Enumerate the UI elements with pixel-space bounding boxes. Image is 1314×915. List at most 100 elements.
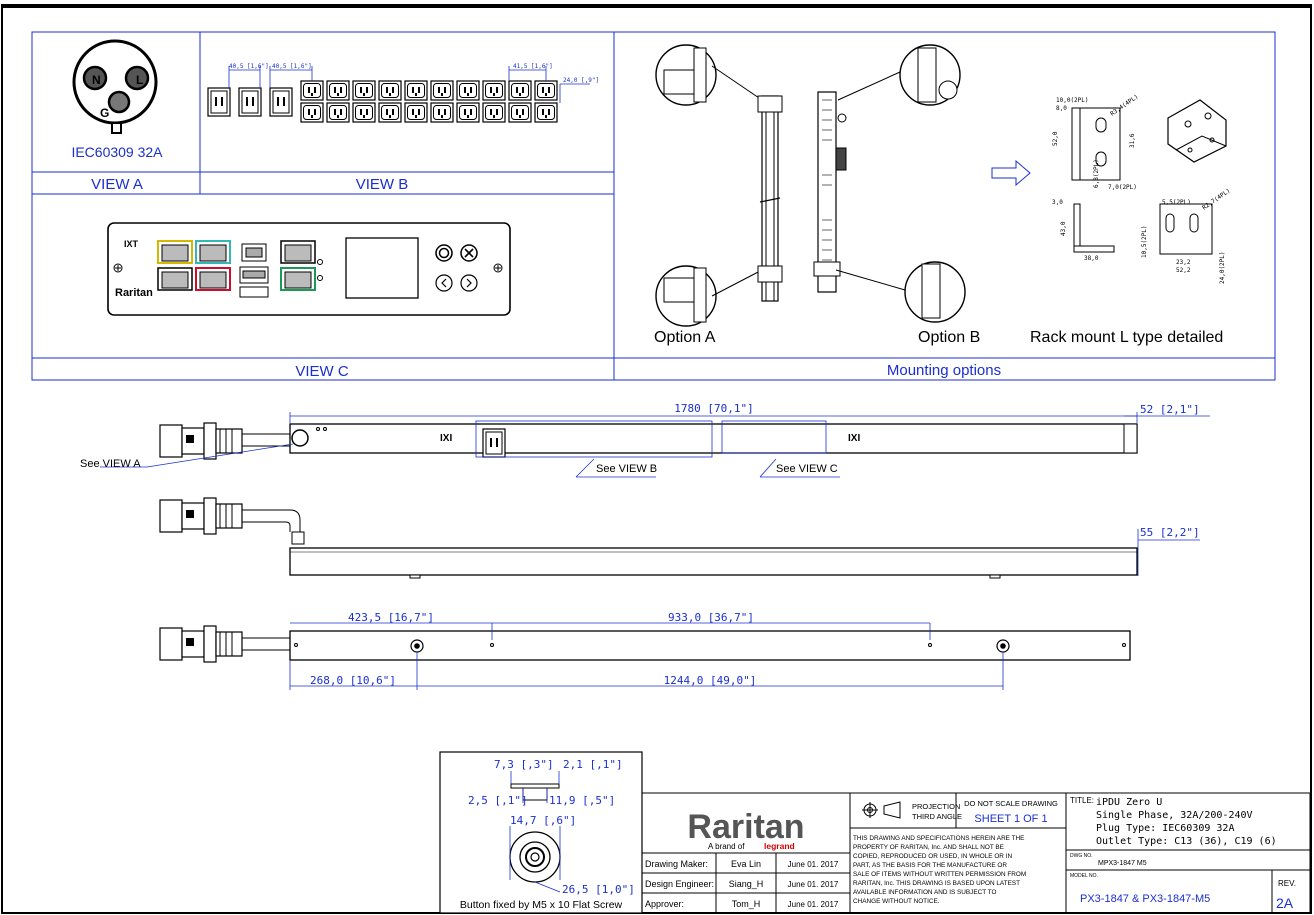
svg-text:10,5(2PL): 10,5(2PL) [1141, 225, 1148, 258]
button-dim-3: 2,5 [,1"] [468, 794, 528, 807]
view-c-brand: Raritan [115, 287, 153, 299]
outlet-group-left [482, 428, 506, 458]
svg-text:10,0(2PL): 10,0(2PL) [1056, 97, 1089, 104]
svg-text:DWG NO.: DWG NO. [1070, 853, 1093, 859]
title-block [641, 792, 1311, 914]
view-b-outlets: 40,5 [1,6"] 40,5 [1,6"] 41,5 [1,6"] 24,0… [207, 63, 599, 123]
button-dim-2: 2,1 [,1"] [563, 758, 623, 771]
svg-text:Eva Lin: Eva Lin [731, 859, 761, 869]
pdu-front-view: IXI IXI [159, 422, 1138, 460]
approval-table: Drawing Maker: Eva Lin June 01. 2017 Des… [645, 859, 839, 909]
title-line-3: Plug Type: IEC60309 32A [1096, 823, 1234, 834]
svg-text:52,2: 52,2 [1176, 267, 1191, 274]
svg-text:31,6: 31,6 [1129, 133, 1136, 148]
svg-text:R2,7(4PL): R2,7(4PL) [1201, 187, 1232, 211]
button-dim-6: 26,5 [1,0"] [562, 883, 635, 896]
model-number: PX3-1847 & PX3-1847-M5 [1080, 893, 1210, 905]
length-dimension: 1780 [70,1"] [674, 402, 753, 415]
svg-text:AVAILABLE INFORMATION AND IS S: AVAILABLE INFORMATION AND IS SUBJECT TO [853, 889, 996, 896]
svg-text:MODEL NO.: MODEL NO. [1070, 873, 1098, 879]
legrand-logo: legrand [764, 841, 795, 851]
svg-text:June 01. 2017: June 01. 2017 [788, 880, 839, 889]
option-a-label: Option A [654, 329, 716, 346]
view-a-connector: N L G [72, 39, 158, 134]
svg-text:7,0(2PL): 7,0(2PL) [1108, 184, 1137, 191]
views-panel [31, 31, 1276, 381]
bottom-dimension-lines [289, 622, 1004, 690]
pdu-bottom-view [159, 625, 1131, 663]
see-view-b-callout: See VIEW B [596, 463, 657, 475]
svg-text:PART, AS THE BASIS FOR THE MAN: PART, AS THE BASIS FOR THE MANUFACTURE O… [853, 862, 1007, 869]
svg-text:8,0: 8,0 [1056, 105, 1067, 112]
pin-l-label: L [136, 73, 143, 87]
drawing-number: MPX3-1847 M5 [1098, 860, 1147, 867]
svg-text:5,5(2PL): 5,5(2PL) [1162, 199, 1191, 206]
svg-text:IXI: IXI [848, 433, 860, 444]
view-b-dim-3: 41,5 [1,6"] [513, 63, 553, 70]
see-view-a-callout: See VIEW A [80, 458, 141, 470]
title-line-4: Outlet Type: C13 (36), C19 (6) [1096, 836, 1277, 847]
svg-text:24,0(2PL): 24,0(2PL) [1219, 251, 1226, 284]
view-c-controller-panel: IXT Raritan [107, 222, 511, 316]
dim-423-5: 423,5 [16,7"] [348, 611, 434, 624]
connector-model-label: IEC60309 32A [71, 144, 163, 160]
mounting-options-title: Mounting options [887, 362, 1001, 379]
button-detail-box [439, 751, 643, 914]
svg-text:Tom_H: Tom_H [732, 899, 761, 909]
pin-g-label: G [100, 106, 109, 120]
do-not-scale-text: DO NOT SCALE DRAWING [964, 799, 1058, 808]
svg-text:23,2: 23,2 [1176, 259, 1191, 266]
svg-text:REV.: REV. [1278, 879, 1296, 888]
revision: 2A [1276, 895, 1294, 911]
svg-text:CHANGE WITHOUT NOTICE.: CHANGE WITHOUT NOTICE. [853, 898, 940, 905]
dim-933: 933,0 [36,7"] [668, 611, 754, 624]
option-b-label: Option B [918, 329, 980, 346]
svg-text:PROJECTION: PROJECTION [912, 802, 960, 811]
sheet-number: SHEET 1 OF 1 [974, 813, 1047, 825]
svg-text:43,0: 43,0 [1060, 221, 1067, 236]
button-caption: Button fixed by M5 x 10 Flat Screw [460, 899, 623, 911]
view-b-dim-2: 40,5 [1,6"] [272, 63, 312, 70]
legal-notice: THIS DRAWING AND SPECIFICATIONS HEREIN A… [853, 835, 1026, 905]
svg-text:COPIED, REPRODUCED OR USED, IN: COPIED, REPRODUCED OR USED, IN WHOLE OR … [853, 853, 1012, 860]
projection-symbol [862, 801, 901, 819]
pdu-side-view [159, 497, 1138, 579]
svg-text:Approver:: Approver: [645, 899, 684, 909]
view-b-dim-1: 40,5 [1,6"] [229, 63, 269, 70]
title-label: TITLE: [1070, 796, 1094, 805]
view-c-label: VIEW C [295, 363, 349, 380]
view-a-label: VIEW A [91, 176, 143, 193]
button-dim-5: 14,7 [,6"] [510, 814, 576, 827]
svg-text:3,0: 3,0 [1052, 199, 1063, 206]
mounting-options-drawing [655, 44, 1227, 327]
svg-text:SALE OF ITEMS WITHOUT WRITTEN: SALE OF ITEMS WITHOUT WRITTEN PERMISSION… [853, 871, 1026, 878]
end-cap-dimension: 52 [2,1"] [1140, 403, 1200, 416]
svg-text:Design Engineer:: Design Engineer: [645, 879, 714, 889]
see-view-c-callout: See VIEW C [776, 463, 838, 475]
svg-text:June 01. 2017: June 01. 2017 [788, 900, 839, 909]
svg-text:38,0: 38,0 [1084, 255, 1099, 262]
svg-text:PROPERTY OF RARITAN, Inc. AND: PROPERTY OF RARITAN, Inc. AND SHALL NOT … [853, 844, 1004, 851]
svg-text:R3,4(4PL): R3,4(4PL) [1109, 93, 1140, 117]
svg-text:IXI: IXI [440, 433, 452, 444]
title-line-2: Single Phase, 32A/200-240V [1096, 810, 1253, 821]
svg-text:52,0: 52,0 [1052, 131, 1059, 146]
view-b-dim-4: 24,0 [,9"] [563, 77, 599, 84]
svg-text:THIS DRAWING AND SPECIFICATION: THIS DRAWING AND SPECIFICATIONS HEREIN A… [853, 835, 1024, 842]
title-line-1: iPDU Zero U [1096, 797, 1162, 808]
dim-1244: 1244,0 [49,0"] [664, 674, 757, 687]
button-dim-1: 7,3 [,3"] [494, 758, 554, 771]
svg-text:6,8(2PL): 6,8(2PL) [1093, 159, 1100, 188]
xt-logo-small: IXT [124, 239, 139, 249]
svg-text:June 01. 2017: June 01. 2017 [788, 860, 839, 869]
brand-of-text: A brand of [708, 842, 745, 851]
pin-n-label: N [92, 73, 101, 87]
rack-mount-title: Rack mount L type detailed [1030, 329, 1223, 346]
front-dimension-lines [100, 412, 1210, 576]
raritan-logo: Raritan [687, 808, 804, 846]
button-dim-4: 11,9 [,5"] [549, 794, 615, 807]
svg-text:Drawing Maker:: Drawing Maker: [645, 859, 708, 869]
svg-text:Siang_H: Siang_H [729, 879, 764, 889]
height-dimension: 55 [2,2"] [1140, 526, 1200, 539]
